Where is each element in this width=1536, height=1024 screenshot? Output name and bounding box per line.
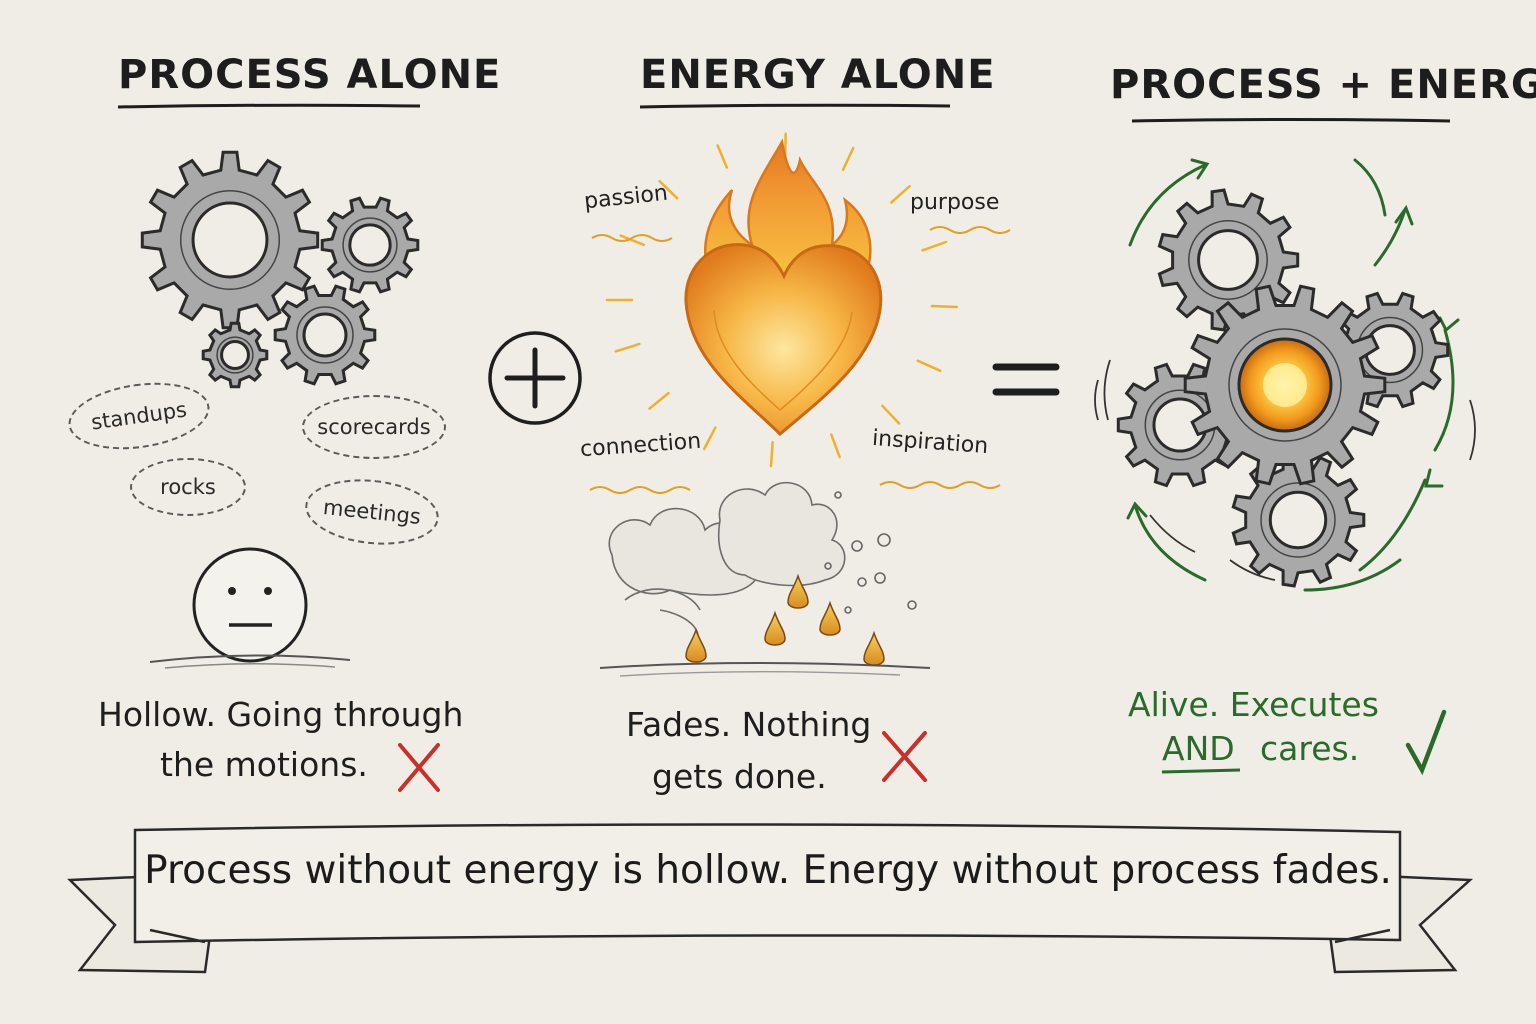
title-energy-alone: ENERGY ALONE xyxy=(640,52,996,98)
gear-small-icon xyxy=(201,321,269,389)
title-process-alone: PROCESS ALONE xyxy=(118,52,502,98)
caption-combined-rest: cares. xyxy=(1260,729,1360,768)
plus-icon xyxy=(488,331,582,425)
caption-combined-and: AND xyxy=(1162,729,1235,768)
gear-medium-icon xyxy=(273,284,377,386)
caption-energy-line2: gets done. xyxy=(652,757,827,796)
flaming-heart-icon xyxy=(605,132,959,468)
neutral-face-icon xyxy=(149,547,351,669)
caption-process-line1: Hollow. Going through xyxy=(98,695,464,734)
equals-icon xyxy=(992,363,1060,396)
gear-large-icon xyxy=(140,150,320,330)
banner-ribbon xyxy=(67,823,1474,974)
gears-cluster-process xyxy=(140,150,420,389)
cross-mark-process xyxy=(398,743,440,792)
underline-process-alone xyxy=(117,103,421,109)
tag-scorecards: scorecards xyxy=(302,395,446,459)
underline-process-energy xyxy=(1131,118,1451,123)
caption-combined-line1: Alive. Executes xyxy=(1128,685,1379,724)
banner-text: Process without energy is hollow. Energy… xyxy=(144,848,1392,893)
underline-energy-alone xyxy=(639,103,951,109)
cross-mark-energy xyxy=(882,731,927,782)
motion-arrows-icon xyxy=(1126,158,1460,592)
caption-energy-line1: Fades. Nothing xyxy=(626,705,872,744)
gear-medium-icon xyxy=(320,196,420,294)
tag-rocks: rocks xyxy=(130,458,246,516)
caption-process-line2: the motions. xyxy=(160,745,368,784)
glowing-core-icon xyxy=(1237,337,1333,433)
smoke-cloud-icon xyxy=(608,481,846,651)
check-mark-combined xyxy=(1405,709,1447,776)
word-purpose: purpose xyxy=(910,190,1000,215)
gear-icon xyxy=(1231,452,1366,588)
title-process-energy: PROCESS + ENERGY xyxy=(1110,62,1536,108)
droplets-icon xyxy=(685,573,885,666)
